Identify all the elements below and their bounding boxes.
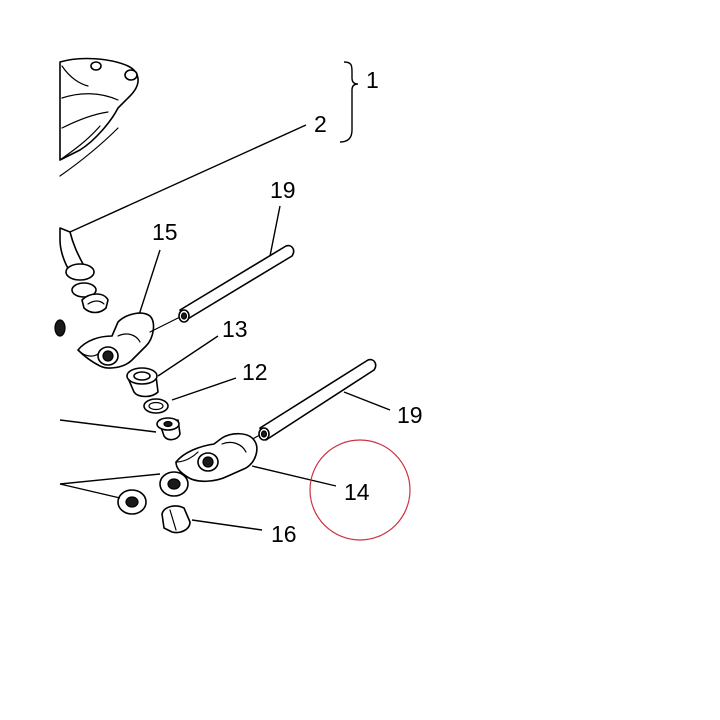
- callout-1: 1: [366, 67, 379, 93]
- leader-19-upper: [269, 205, 281, 257]
- small-bushing: [156, 417, 181, 441]
- leader-16: [191, 519, 263, 531]
- callout-14: 14: [344, 479, 370, 505]
- leader-14: [251, 465, 337, 487]
- assembly-brace: [339, 61, 359, 143]
- lever-arm-14: [175, 432, 258, 483]
- callout-19-upper: 19: [270, 177, 296, 203]
- washer-upper: [159, 471, 189, 497]
- leader-19-lower: [343, 391, 391, 411]
- leader-12: [171, 377, 237, 401]
- clip-12: [143, 398, 169, 414]
- clip-16: [161, 505, 191, 534]
- callout-19-lower: 19: [397, 402, 423, 428]
- rod-19-lower: [235, 358, 377, 449]
- callout-12: 12: [242, 359, 268, 385]
- rod-19-upper: [149, 244, 295, 333]
- callout-15: 15: [152, 219, 178, 245]
- leader-washers-a: [59, 473, 161, 485]
- shift-shaft: [54, 227, 109, 337]
- bushing-13: [126, 367, 159, 398]
- callout-2: 2: [314, 111, 327, 137]
- washer-lower: [117, 489, 147, 515]
- callout-16: 16: [271, 521, 297, 547]
- leader-13: [157, 335, 219, 377]
- lever-arm-15: [77, 312, 155, 369]
- leader-washers-b: [59, 483, 121, 499]
- callout-13: 13: [222, 316, 248, 342]
- leader-15: [137, 249, 161, 319]
- leader-small-bushing: [59, 419, 157, 433]
- highlight-circle: [309, 439, 411, 541]
- leader-2: [69, 124, 307, 233]
- housing-fragment: [59, 57, 139, 177]
